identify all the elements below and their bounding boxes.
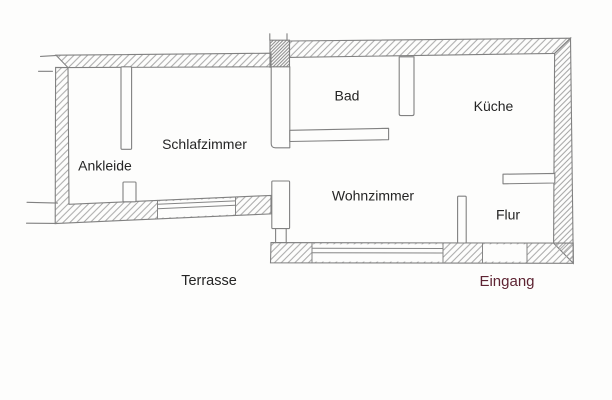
wall-bad-bottom <box>289 127 390 143</box>
wall-top-right <box>288 37 572 58</box>
wall-left-and-bottom <box>54 66 272 225</box>
wall-right <box>553 36 574 265</box>
wall-top-left-extension-line <box>39 54 58 57</box>
window-schlafzimmer-glazing-2 <box>157 204 236 210</box>
room-label-bad: Bad <box>335 88 360 104</box>
wall-central-lower <box>271 180 291 230</box>
wall-junction-block <box>269 39 291 68</box>
room-label-ankleide: Ankleide <box>78 158 132 174</box>
door-eingang-opening <box>482 244 527 262</box>
wall-central-upper <box>270 66 291 149</box>
room-label-wohnzimmer: Wohnzimmer <box>332 188 415 204</box>
window-schlafzimmer-glazing-1 <box>157 200 236 205</box>
wall-flur-left-stub <box>457 195 467 244</box>
room-label-kueche: Küche <box>474 98 514 114</box>
terrace-line-upper <box>26 201 59 204</box>
room-label-flur: Flur <box>496 207 520 223</box>
wall-top-left <box>54 52 272 69</box>
area-label-terrasse: Terrasse <box>181 273 237 289</box>
area-label-eingang: Eingang <box>479 273 534 290</box>
wall-flur-upper <box>502 172 556 185</box>
wall-bad-kueche-divider <box>398 56 415 117</box>
room-label-schlafzimmer: Schlafzimmer <box>162 136 247 152</box>
wall-ankleide-divider <box>120 66 133 150</box>
wall-ankleide-door-stub <box>122 181 137 203</box>
